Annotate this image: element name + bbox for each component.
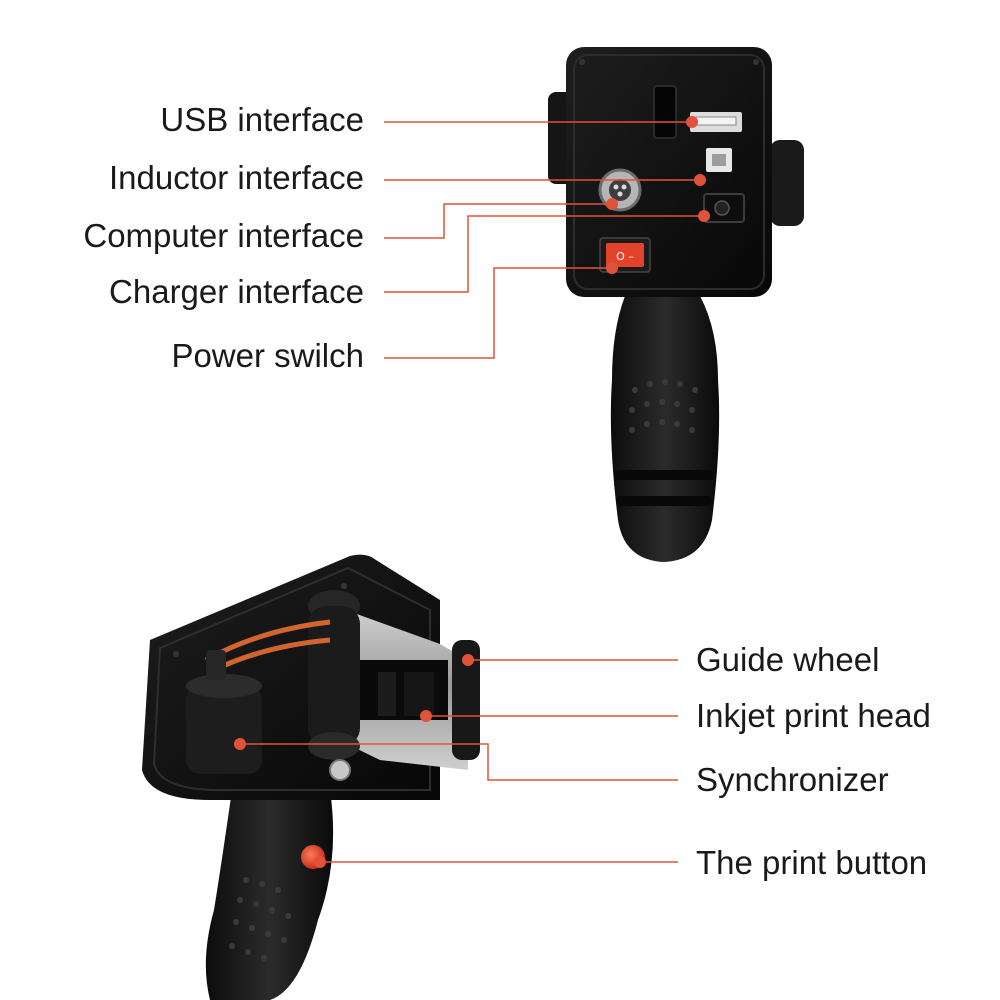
endpoint-print: [314, 856, 326, 868]
grip-texture: [629, 379, 698, 433]
endpoint-charger: [698, 210, 710, 222]
top-grip: [610, 296, 720, 562]
label-print-button: The print button: [696, 844, 928, 881]
leader-charger: [384, 215, 704, 293]
leader-power: [384, 267, 612, 359]
grip-ridge-2: [616, 496, 712, 506]
top-device: O –: [548, 47, 804, 562]
endpoint-computer: [606, 198, 618, 210]
leader-lines: [240, 121, 704, 863]
top-housing: [566, 47, 772, 297]
print-head-window: [358, 660, 448, 720]
endpoint-inkjet: [420, 710, 432, 722]
endpoint-power: [606, 262, 618, 274]
endpoint-guide: [462, 654, 474, 666]
bottom-device: [142, 554, 480, 1000]
power-switch: [606, 243, 644, 267]
endpoint-usb: [686, 116, 698, 128]
leader-computer: [384, 203, 612, 239]
label-inkjet-print-head: Inkjet print head: [696, 697, 931, 734]
right-side-roller: [770, 140, 804, 226]
label-power-switch: Power swilch: [171, 337, 364, 374]
guide-wheel: [452, 640, 480, 760]
switch-symbols: O –: [616, 250, 634, 263]
label-usb-interface: USB interface: [160, 101, 364, 138]
label-synchronizer: Synchronizer: [696, 761, 889, 798]
bolt: [329, 759, 351, 781]
leader-endpoints: [234, 116, 710, 868]
label-guide-wheel: Guide wheel: [696, 641, 880, 678]
card-slot: [653, 85, 677, 139]
label-inductor-interface: Inductor interface: [109, 159, 364, 196]
synchronizer-wheel: [186, 686, 262, 774]
bottom-grip: [205, 790, 334, 1000]
leader-sync: [240, 743, 678, 781]
bottom-grip-texture: [229, 877, 291, 961]
grip-ridge-1: [614, 470, 714, 480]
label-computer-interface: Computer interface: [83, 217, 364, 254]
label-charger-interface: Charger interface: [109, 273, 364, 310]
endpoint-inductor: [694, 174, 706, 186]
main-roller: [308, 606, 360, 746]
endpoint-sync: [234, 738, 246, 750]
